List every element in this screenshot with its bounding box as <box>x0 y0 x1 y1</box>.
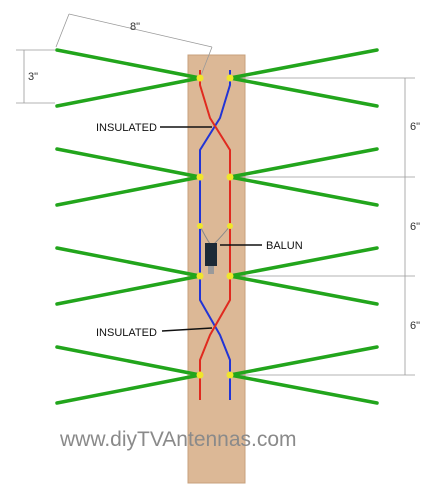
insulated-top-label: INSULATED <box>96 122 157 134</box>
terminals <box>196 74 234 379</box>
feed-line-blue <box>199 70 231 400</box>
left-dimension: 3" <box>16 49 55 104</box>
element-bay2-left-lower <box>55 175 202 207</box>
antenna-elements <box>55 48 379 405</box>
element-bay1-left-upper <box>55 48 202 80</box>
element-bay2-right-lower <box>228 175 379 207</box>
element-bay1-left-lower <box>55 76 202 108</box>
bay-gap-2-label: 6" <box>410 221 420 233</box>
element-bay3-left-upper <box>55 246 202 278</box>
feed-lines <box>199 70 231 400</box>
insulated-bottom-label: INSULATED <box>96 327 157 339</box>
element-bay4-right-upper <box>228 345 379 377</box>
element-bay2-right-upper <box>228 147 379 179</box>
feed-line-red <box>199 70 231 400</box>
element-bay3-right-lower <box>228 274 379 306</box>
element-bay4-left-upper <box>55 345 202 377</box>
bay-gap-3-label: 6" <box>410 320 420 332</box>
right-dimensions: 6" 6" 6" <box>235 77 420 376</box>
balun-connector <box>208 266 214 274</box>
element-bay4-left-lower <box>55 373 202 405</box>
website-credit: www.diyTVAntennas.com <box>59 428 297 451</box>
balun-label: BALUN <box>266 240 303 252</box>
mounting-board <box>187 54 246 484</box>
element-bay4-right-lower <box>228 373 379 405</box>
top-width-label: 8" <box>130 21 140 33</box>
element-bay3-left-lower <box>55 274 202 306</box>
element-bay1-right-lower <box>228 76 379 108</box>
element-bay3-right-upper <box>228 246 379 278</box>
top-dimension: 8" <box>55 13 213 79</box>
element-spacing-label: 3" <box>28 71 38 83</box>
element-bay1-right-upper <box>228 48 379 80</box>
element-bay2-left-upper <box>55 147 202 179</box>
balun-body <box>205 243 217 266</box>
bay-gap-1-label: 6" <box>410 121 420 133</box>
annotations: INSULATED BALUN INSULATED <box>96 122 303 339</box>
